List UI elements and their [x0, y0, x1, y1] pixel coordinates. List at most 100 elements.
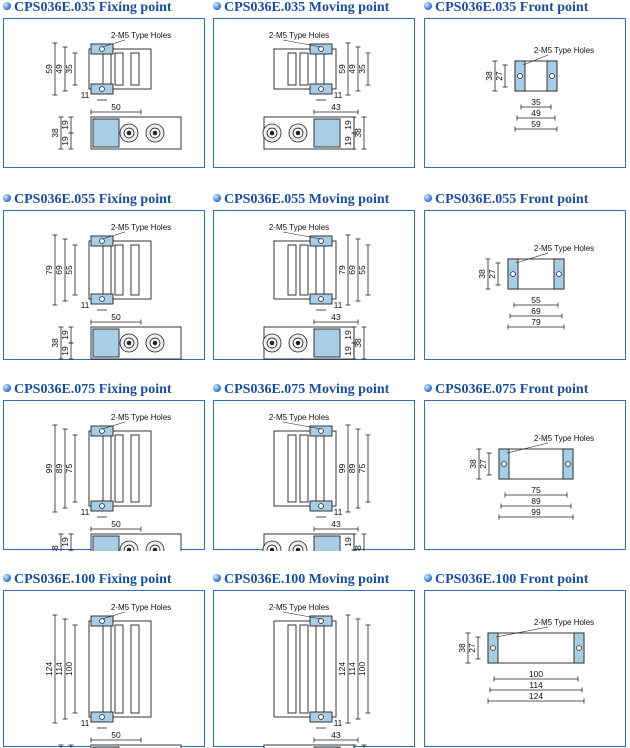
side-a-dim-label: 19 — [343, 537, 353, 547]
hole-callout-label: 2-M5 Type Holes — [534, 434, 594, 443]
hole-callout-leader — [495, 626, 549, 638]
bullet-icon — [213, 384, 221, 392]
mounting-hole-icon — [99, 296, 105, 302]
height-mid-dim-label: 49 — [54, 64, 64, 74]
offset-dim-label: 11 — [81, 300, 90, 310]
cell-title: CPS036E.100 Front point — [424, 572, 588, 590]
title-text: CPS036E.055 Front point — [435, 192, 589, 207]
side-view-bracket — [313, 118, 341, 148]
mounting-hole-icon — [549, 73, 555, 79]
side-height-dim-label: 38 — [353, 338, 363, 348]
pivot-disc-icon — [295, 547, 301, 551]
offset-dim-label: 11 — [334, 507, 343, 517]
mounting-hole-icon — [99, 428, 105, 434]
width-dim-label: 50 — [111, 730, 121, 740]
cell-title: CPS036E.100 Fixing point — [3, 572, 172, 590]
front-body — [487, 632, 585, 664]
bullet-icon — [213, 2, 221, 10]
width-dim-label: 43 — [331, 312, 341, 322]
height-mid-dim-label: 69 — [347, 265, 357, 275]
mounting-hole-icon — [556, 271, 562, 277]
hole-callout-label: 2-M5 Type Holes — [269, 413, 329, 422]
hole-callout-leader — [101, 39, 126, 48]
title-text: CPS036E.035 Moving point — [224, 0, 390, 15]
offset-dim-label: 11 — [334, 718, 343, 728]
front-height-dim-label: 38 — [457, 643, 467, 653]
moving-point-drawing: 2-M5 Type Holes1241141001143381919 — [263, 603, 371, 748]
height-outer-dim-label: 124 — [337, 662, 347, 676]
cell-title: CPS036E.055 Front point — [424, 192, 588, 210]
pivot-disc-icon — [269, 130, 275, 136]
hole-callout-label: 2-M5 Type Holes — [269, 603, 329, 612]
width-dim-label: 50 — [111, 102, 121, 112]
cell-title: CPS036E.035 Fixing point — [3, 0, 172, 18]
front-height-dim-label: 38 — [484, 71, 494, 81]
side-b-dim-label: 19 — [343, 346, 353, 356]
side-height-dim-label: 38 — [353, 128, 363, 138]
mounting-hole-icon — [565, 461, 571, 467]
cell-title: CPS036E.055 Fixing point — [3, 192, 172, 210]
mounting-hole-icon — [99, 503, 105, 509]
offset-dim-label: 11 — [334, 90, 343, 100]
height-outer-dim-label: 124 — [44, 662, 54, 676]
front-height-inner-dim-label: 27 — [487, 269, 497, 279]
offset-dim-label: 11 — [81, 718, 90, 728]
cell-title: CPS036E.075 Moving point — [213, 382, 389, 400]
fixing-point-drawing: 2-M5 Type Holes9989751150381919 — [44, 413, 182, 551]
pivot-disc-icon — [295, 340, 301, 346]
front-height-dim-label: 38 — [477, 269, 487, 279]
side-b-dim-label: 19 — [60, 346, 70, 356]
bullet-icon — [424, 2, 432, 10]
front-width-mid-dim-label: 89 — [531, 496, 541, 506]
offset-dim-label: 11 — [81, 507, 90, 517]
mounting-hole-icon — [510, 271, 516, 277]
height-mid-dim-label: 89 — [54, 464, 64, 474]
hole-callout-leader — [101, 611, 126, 620]
mounting-hole-icon — [99, 46, 105, 52]
height-inner-dim-label: 35 — [357, 64, 367, 74]
title-text: CPS036E.055 Moving point — [224, 192, 390, 207]
bullet-icon — [3, 2, 11, 10]
front-width-inner-dim-label: 35 — [531, 97, 541, 107]
fixing-point-drawing: 2-M5 Type Holes1241141001150381919 — [44, 603, 182, 748]
mounting-hole-icon — [318, 296, 324, 302]
side-height-dim-label: 38 — [353, 545, 363, 551]
front-height-inner-dim-label: 27 — [494, 71, 504, 81]
height-inner-dim-label: 75 — [357, 464, 367, 474]
pivot-disc-icon — [126, 547, 132, 551]
mounting-hole-icon — [318, 503, 324, 509]
link-slot — [114, 434, 124, 503]
pivot-disc-icon — [126, 340, 132, 346]
hole-callout-label: 2-M5 Type Holes — [111, 413, 171, 422]
front-width-outer-dim-label: 124 — [529, 691, 543, 701]
cell-title: CPS036E.075 Front point — [424, 382, 588, 400]
height-inner-dim-label: 35 — [64, 64, 74, 74]
hole-callout-leader — [282, 39, 322, 48]
mounting-hole-icon — [318, 618, 324, 624]
link-slot — [315, 244, 325, 296]
link-slot — [299, 434, 309, 503]
bullet-icon — [3, 384, 11, 392]
width-dim-label: 43 — [331, 519, 341, 529]
bullet-icon — [213, 574, 221, 582]
height-mid-dim-label: 89 — [347, 464, 357, 474]
title-text: CPS036E.055 Fixing point — [14, 192, 172, 207]
hole-callout-label: 2-M5 Type Holes — [111, 223, 171, 232]
mounting-hole-icon — [318, 428, 324, 434]
hole-callout-label: 2-M5 Type Holes — [269, 223, 329, 232]
side-view-bracket — [313, 535, 341, 551]
hole-callout-leader — [101, 421, 126, 430]
height-outer-dim-label: 59 — [337, 64, 347, 74]
